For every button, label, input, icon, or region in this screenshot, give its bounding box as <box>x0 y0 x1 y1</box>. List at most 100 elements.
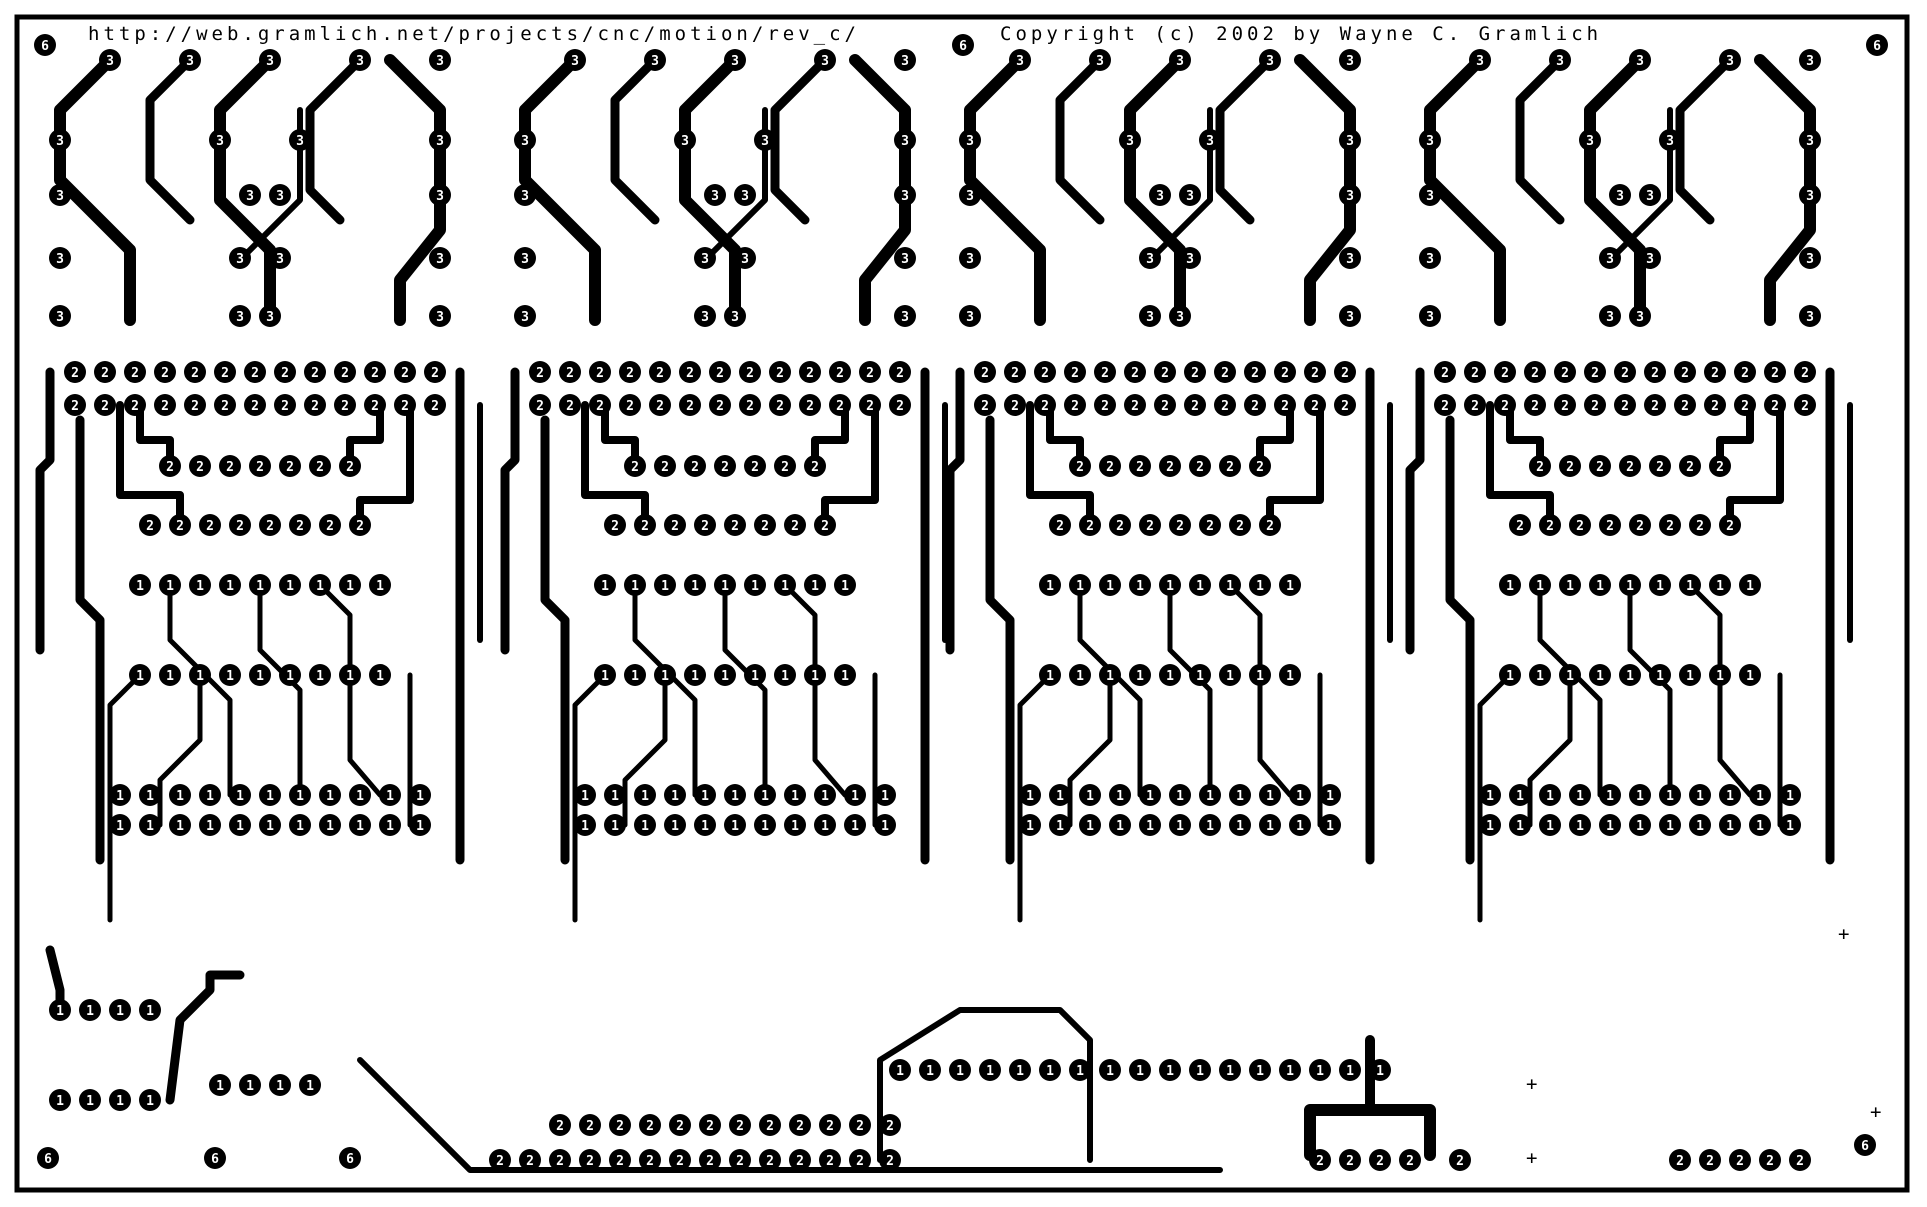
solder-pad: 3 <box>49 184 71 206</box>
solder-pad: 2 <box>1369 1149 1391 1171</box>
pad-ring <box>1779 814 1801 836</box>
pad-ring <box>1339 1149 1361 1171</box>
pad-ring <box>49 999 71 1021</box>
pad-ring <box>664 514 686 536</box>
solder-pad: 1 <box>1069 664 1091 686</box>
pad-ring <box>604 814 626 836</box>
solder-pad: 1 <box>279 574 301 596</box>
pad-ring <box>654 455 676 477</box>
pad-ring <box>1569 814 1591 836</box>
solder-pad: 2 <box>1674 394 1696 416</box>
pad-ring <box>424 361 446 383</box>
pad-label: 2 <box>736 1154 744 1169</box>
solder-pad: 6 <box>339 1147 361 1169</box>
pad-ring <box>209 129 231 151</box>
pad-ring <box>179 49 201 71</box>
pad-ring <box>634 784 656 806</box>
pad-ring <box>219 664 241 686</box>
pad-ring <box>229 784 251 806</box>
solder-pad: 1 <box>1279 664 1301 686</box>
pad-label: 1 <box>1286 1064 1294 1079</box>
solder-pad: 2 <box>579 1114 601 1136</box>
solder-pad: 2 <box>279 455 301 477</box>
pad-ring <box>1649 664 1671 686</box>
solder-pad: 1 <box>1689 784 1711 806</box>
solder-pad: 1 <box>409 784 431 806</box>
pad-ring <box>109 1089 131 1111</box>
copper-trace <box>54 54 136 326</box>
pad-label: 2 <box>191 366 199 381</box>
solder-pad: 1 <box>1619 574 1641 596</box>
pad-label: 2 <box>1796 1154 1804 1169</box>
solder-pad: 2 <box>709 394 731 416</box>
pad-ring <box>1129 455 1151 477</box>
pad-label: 3 <box>966 189 974 204</box>
pad-label: 2 <box>1406 1154 1414 1169</box>
solder-pad: 2 <box>1674 361 1696 383</box>
pad-ring <box>1259 514 1281 536</box>
pad-ring <box>1339 184 1361 206</box>
pad-label: 3 <box>1186 252 1194 267</box>
pad-label: 1 <box>1166 579 1174 594</box>
solder-pad: 2 <box>1219 455 1241 477</box>
pad-ring <box>249 455 271 477</box>
pad-ring <box>244 394 266 416</box>
solder-pad: 2 <box>304 394 326 416</box>
pad-ring <box>159 664 181 686</box>
pad-ring <box>1199 784 1221 806</box>
copper-trace <box>849 54 911 326</box>
pad-label: 3 <box>1806 134 1814 149</box>
pad-ring <box>1494 361 1516 383</box>
pad-label: 1 <box>1296 819 1304 834</box>
pad-ring <box>1614 361 1636 383</box>
pad-ring <box>1509 814 1531 836</box>
pad-ring <box>654 574 676 596</box>
pad-ring <box>349 514 371 536</box>
solder-pad: 3 <box>1469 49 1491 71</box>
pad-label: 1 <box>1106 1064 1114 1079</box>
solder-pad: 2 <box>1214 361 1236 383</box>
copper-trace <box>145 55 195 225</box>
pad-ring <box>589 394 611 416</box>
solder-pad: 3 <box>1149 184 1171 206</box>
pad-ring <box>819 1149 841 1171</box>
pad-ring <box>309 574 331 596</box>
pad-label: 2 <box>611 519 619 534</box>
pad-label: 1 <box>1086 789 1094 804</box>
solder-pad: 2 <box>424 394 446 416</box>
pad-label: 3 <box>1346 310 1354 325</box>
pad-label: 1 <box>1626 579 1634 594</box>
pad-ring <box>744 664 766 686</box>
pad-label: 1 <box>1756 789 1764 804</box>
pad-ring <box>829 361 851 383</box>
pad-label: 1 <box>1266 819 1274 834</box>
solder-pad: 1 <box>1309 1059 1331 1081</box>
solder-pad: 2 <box>1244 394 1266 416</box>
solder-pad: 2 <box>634 514 656 536</box>
solder-pad: 1 <box>1589 664 1611 686</box>
solder-pad: 3 <box>49 247 71 269</box>
solder-pad: 3 <box>514 305 536 327</box>
pad-ring <box>1139 305 1161 327</box>
pad-ring <box>214 394 236 416</box>
solder-pad: 2 <box>754 514 776 536</box>
solder-pad: 2 <box>1154 394 1176 416</box>
pad-label: 1 <box>166 669 174 684</box>
solder-pad: 3 <box>1799 49 1821 71</box>
pad-ring <box>259 814 281 836</box>
pad-label: 3 <box>1806 310 1814 325</box>
pad-ring <box>734 184 756 206</box>
pad-label: 1 <box>1716 669 1724 684</box>
solder-pad: 1 <box>774 664 796 686</box>
solder-pad: 2 <box>1524 394 1546 416</box>
pad-label: 2 <box>806 366 814 381</box>
pad-ring <box>1039 574 1061 596</box>
solder-pad: 2 <box>1309 1149 1331 1171</box>
pad-label: 1 <box>116 789 124 804</box>
solder-pad: 1 <box>814 784 836 806</box>
pad-label: 3 <box>266 310 274 325</box>
pad-ring <box>1599 784 1621 806</box>
solder-pad: 1 <box>844 814 866 836</box>
pad-ring <box>649 394 671 416</box>
solder-pad: 2 <box>1554 394 1576 416</box>
